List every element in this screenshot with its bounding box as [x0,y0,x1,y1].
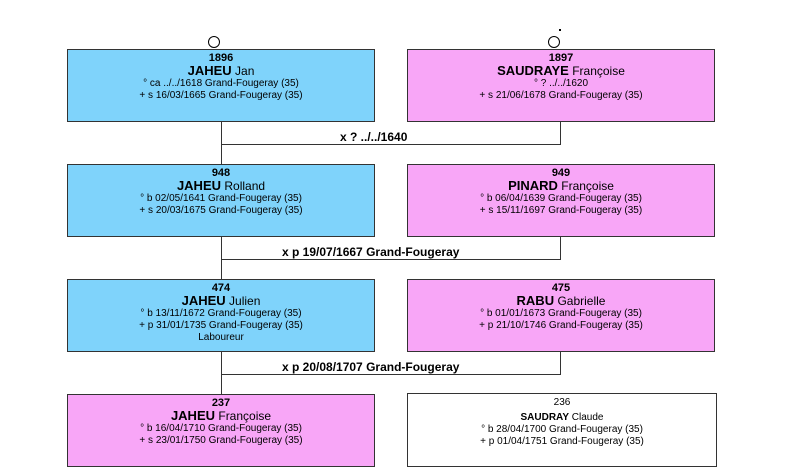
connector-line [221,352,222,395]
person-name: SAUDRAYE Françoise [408,63,714,79]
sosa-number: 237 [211,397,231,409]
given-name: Julien [229,294,261,308]
connector-line [221,259,561,260]
sosa-number: 1896 [208,52,234,64]
person-name: SAUDRAY Claude [408,412,716,424]
person-card-949[interactable]: 949 PINARD Françoise ° b 06/04/1639 Gran… [407,164,715,237]
connector-line [560,122,561,144]
given-name: Rolland [224,179,266,193]
birth-line: ° b 16/04/1710 Grand-Fougeray (35) [140,423,302,434]
death-line: + s 20/03/1675 Grand-Fougeray (35) [139,205,303,216]
person-card-237[interactable]: 237 JAHEU Françoise ° b 16/04/1710 Grand… [67,394,375,467]
marriage-label: x ? ../../1640 [340,130,408,144]
person-name: JAHEU Françoise [68,408,374,424]
person-name: JAHEU Jan [68,63,374,79]
birth-line: ° b 02/05/1641 Grand-Fougeray (35) [140,193,302,204]
marker-dot-icon [559,29,561,31]
given-name: Françoise [218,409,272,423]
birth-line: ° ca ../../1618 Grand-Fougeray (35) [143,78,299,89]
connector-line [560,237,561,259]
person-name: PINARD Françoise [408,178,714,194]
sosa-number: 948 [211,167,231,179]
death-line: + p 21/10/1746 Grand-Fougeray (35) [479,320,643,331]
person-card-474[interactable]: 474 JAHEU Julien ° b 13/11/1672 Grand-Fo… [67,279,375,352]
given-name: Françoise [572,64,625,78]
ancestor-marker-icon [548,36,560,48]
sosa-number: 949 [551,167,571,179]
birth-line: ° b 28/04/1700 Grand-Fougeray (35) [481,424,643,435]
death-line: + s 21/06/1678 Grand-Fougeray (35) [479,90,643,101]
person-card-475[interactable]: 475 RABU Gabrielle ° b 01/01/1673 Grand-… [407,279,715,352]
person-name: JAHEU Julien [68,293,374,309]
connector-line [221,122,222,165]
person-card-948[interactable]: 948 JAHEU Rolland ° b 02/05/1641 Grand-F… [67,164,375,237]
occupation-line: Laboureur [198,332,244,343]
death-line: + p 01/04/1751 Grand-Fougeray (35) [480,436,644,447]
surname: SAUDRAYE [497,63,569,78]
connector-line [221,144,561,145]
death-line: + s 23/01/1750 Grand-Fougeray (35) [139,435,303,446]
surname: JAHEU [181,293,226,308]
given-name: Jan [235,64,255,78]
given-name: Gabrielle [557,294,606,308]
person-name: JAHEU Rolland [68,178,374,194]
connector-line [221,374,561,375]
person-card-1896[interactable]: 1896 JAHEU Jan ° ca ../../1618 Grand-Fou… [67,49,375,122]
surname: JAHEU [176,178,222,193]
person-name: RABU Gabrielle [408,293,714,309]
given-name: Françoise [561,179,614,193]
sosa-number: 1897 [548,52,574,64]
death-line: + s 15/11/1697 Grand-Fougeray (35) [479,205,643,216]
sosa-number: 474 [211,282,231,294]
surname: RABU [516,293,555,308]
birth-line: ° b 01/01/1673 Grand-Fougeray (35) [480,308,642,319]
connector-line [221,237,222,280]
ancestor-marker-icon [208,36,220,48]
marriage-label: x p 20/08/1707 Grand-Fougeray [282,360,460,374]
surname: SAUDRAY [520,412,570,423]
death-line: + s 16/03/1665 Grand-Fougeray (35) [139,90,303,101]
connector-line [560,352,561,374]
sosa-number: 475 [551,282,571,294]
given-name: Claude [571,412,604,423]
birth-line: ° b 13/11/1672 Grand-Fougeray (35) [140,308,302,319]
surname: JAHEU [170,408,216,423]
surname: JAHEU [187,63,232,78]
person-card-236[interactable]: 236 SAUDRAY Claude ° b 28/04/1700 Grand-… [407,393,717,467]
person-card-1897[interactable]: 1897 SAUDRAYE Françoise ° ? ../../1620 +… [407,49,715,122]
birth-line: ° ? ../../1620 [533,78,589,89]
sosa-number: 236 [553,397,571,408]
surname: PINARD [508,178,558,193]
birth-line: ° b 06/04/1639 Grand-Fougeray (35) [480,193,642,204]
marriage-label: x p 19/07/1667 Grand-Fougeray [282,245,460,259]
death-line: + p 31/01/1735 Grand-Fougeray (35) [139,320,303,331]
